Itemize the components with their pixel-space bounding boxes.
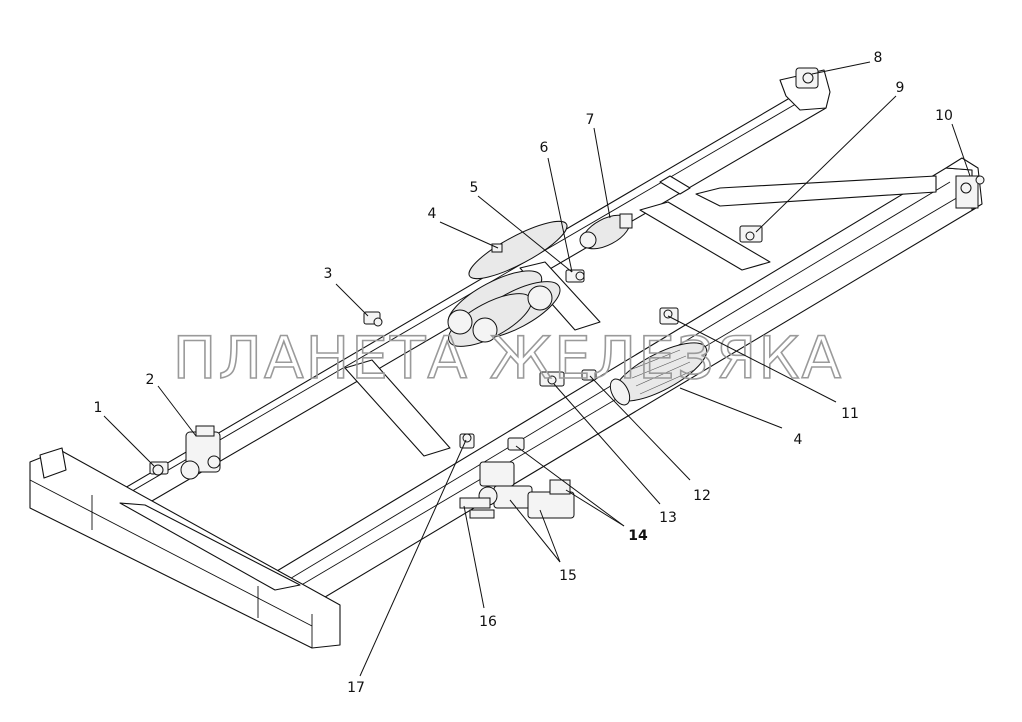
air-tanks-cluster <box>447 220 568 347</box>
callout-5: 5 <box>470 180 479 196</box>
watermark-text: ПЛАНЕТА ЖЕЛЕЗЯКА <box>173 324 843 392</box>
cross-member-3 <box>639 201 771 271</box>
callout-16: 16 <box>479 614 497 630</box>
callout-4-right: 4 <box>794 432 803 448</box>
bumper-left-end <box>39 447 67 479</box>
part-17-valve <box>459 433 475 449</box>
part-7-cylinder <box>579 213 633 250</box>
air-tank-right <box>609 342 708 406</box>
leader-lines <box>103 61 971 677</box>
callout-6: 6 <box>540 140 549 156</box>
cross-member-1 <box>344 359 451 457</box>
callout-3: 3 <box>324 266 333 282</box>
left-rail-step <box>659 175 691 195</box>
callout-9: 9 <box>896 80 905 96</box>
callout-15: 15 <box>559 568 577 584</box>
part-8-bracket <box>795 67 819 89</box>
part-12-fitting <box>581 369 597 381</box>
front-cross-member <box>119 502 301 591</box>
callout-10: 10 <box>935 108 953 124</box>
callout-7: 7 <box>586 112 595 128</box>
rear-cross-member <box>695 175 937 207</box>
part-10-plate <box>955 175 985 209</box>
part-3-valve <box>363 311 383 327</box>
callout-13: 13 <box>659 510 677 526</box>
part-6-valve <box>565 269 585 283</box>
callout-4-top: 4 <box>428 206 437 222</box>
callout-14: 14 <box>628 528 648 544</box>
part-1-valve <box>149 461 169 476</box>
part-13-valve <box>539 371 565 387</box>
callout-8: 8 <box>874 50 883 66</box>
part-14-15-16-assembly <box>459 437 575 519</box>
callout-2: 2 <box>146 372 155 388</box>
part-9-valve <box>739 225 763 243</box>
callout-11: 11 <box>841 406 859 422</box>
part-11-valve <box>659 307 679 325</box>
callout-17: 17 <box>347 680 365 696</box>
callout-1: 1 <box>94 400 103 416</box>
components <box>149 67 985 519</box>
callout-labels: 1 2 3 4 4 5 6 7 8 9 10 11 12 13 14 15 16… <box>94 50 953 696</box>
part-2-unit <box>180 425 221 480</box>
callout-12: 12 <box>693 488 711 504</box>
